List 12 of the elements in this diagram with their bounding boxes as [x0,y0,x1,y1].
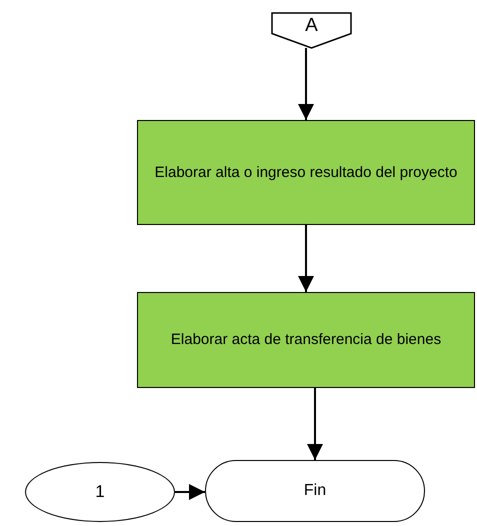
node-label: A [305,14,318,38]
node-label: Elaborar acta de transferencia de bienes [170,330,442,350]
node-label: Fin [304,481,326,502]
arrow [298,48,314,120]
process-box [137,120,475,225]
off-page-connector [271,12,352,48]
node-label: Elaborar alta o ingreso resultado del proyecto [154,162,458,183]
node-label: 1 [95,480,105,503]
arrow [307,388,323,460]
arrow [175,484,205,500]
process-box [137,292,475,388]
arrow [298,225,314,292]
